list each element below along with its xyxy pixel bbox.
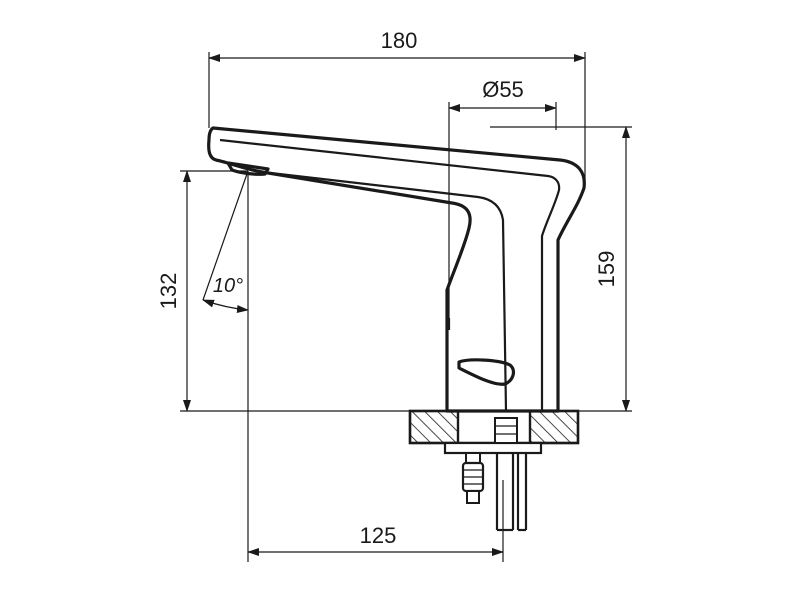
dimension-spout-reach: 125 (247, 523, 504, 556)
faucet-outline (207, 126, 586, 413)
dimension-label-125: 125 (360, 523, 397, 548)
dimension-label-angle: 10° (213, 275, 243, 297)
spout-outlet (226, 161, 270, 176)
dimension-body-diameter: Ø55 (448, 77, 557, 112)
sensor-lever (457, 358, 516, 386)
supply-connections (461, 452, 528, 532)
dimension-spout-height: 132 (156, 170, 191, 412)
dimension-spout-angle: 10° (202, 170, 249, 313)
mounting-base (408, 409, 580, 455)
dimension-overall-length: 180 (208, 28, 586, 62)
dimension-label-159: 159 (594, 251, 619, 288)
faucet-body (207, 126, 586, 413)
dimension-label-diameter: Ø55 (482, 77, 524, 102)
faucet-inner-contour (219, 138, 561, 411)
dimension-total-height: 159 (594, 126, 630, 412)
dimension-label-132: 132 (156, 273, 181, 310)
dimension-label-180: 180 (381, 28, 418, 53)
extension-lines (180, 52, 632, 562)
